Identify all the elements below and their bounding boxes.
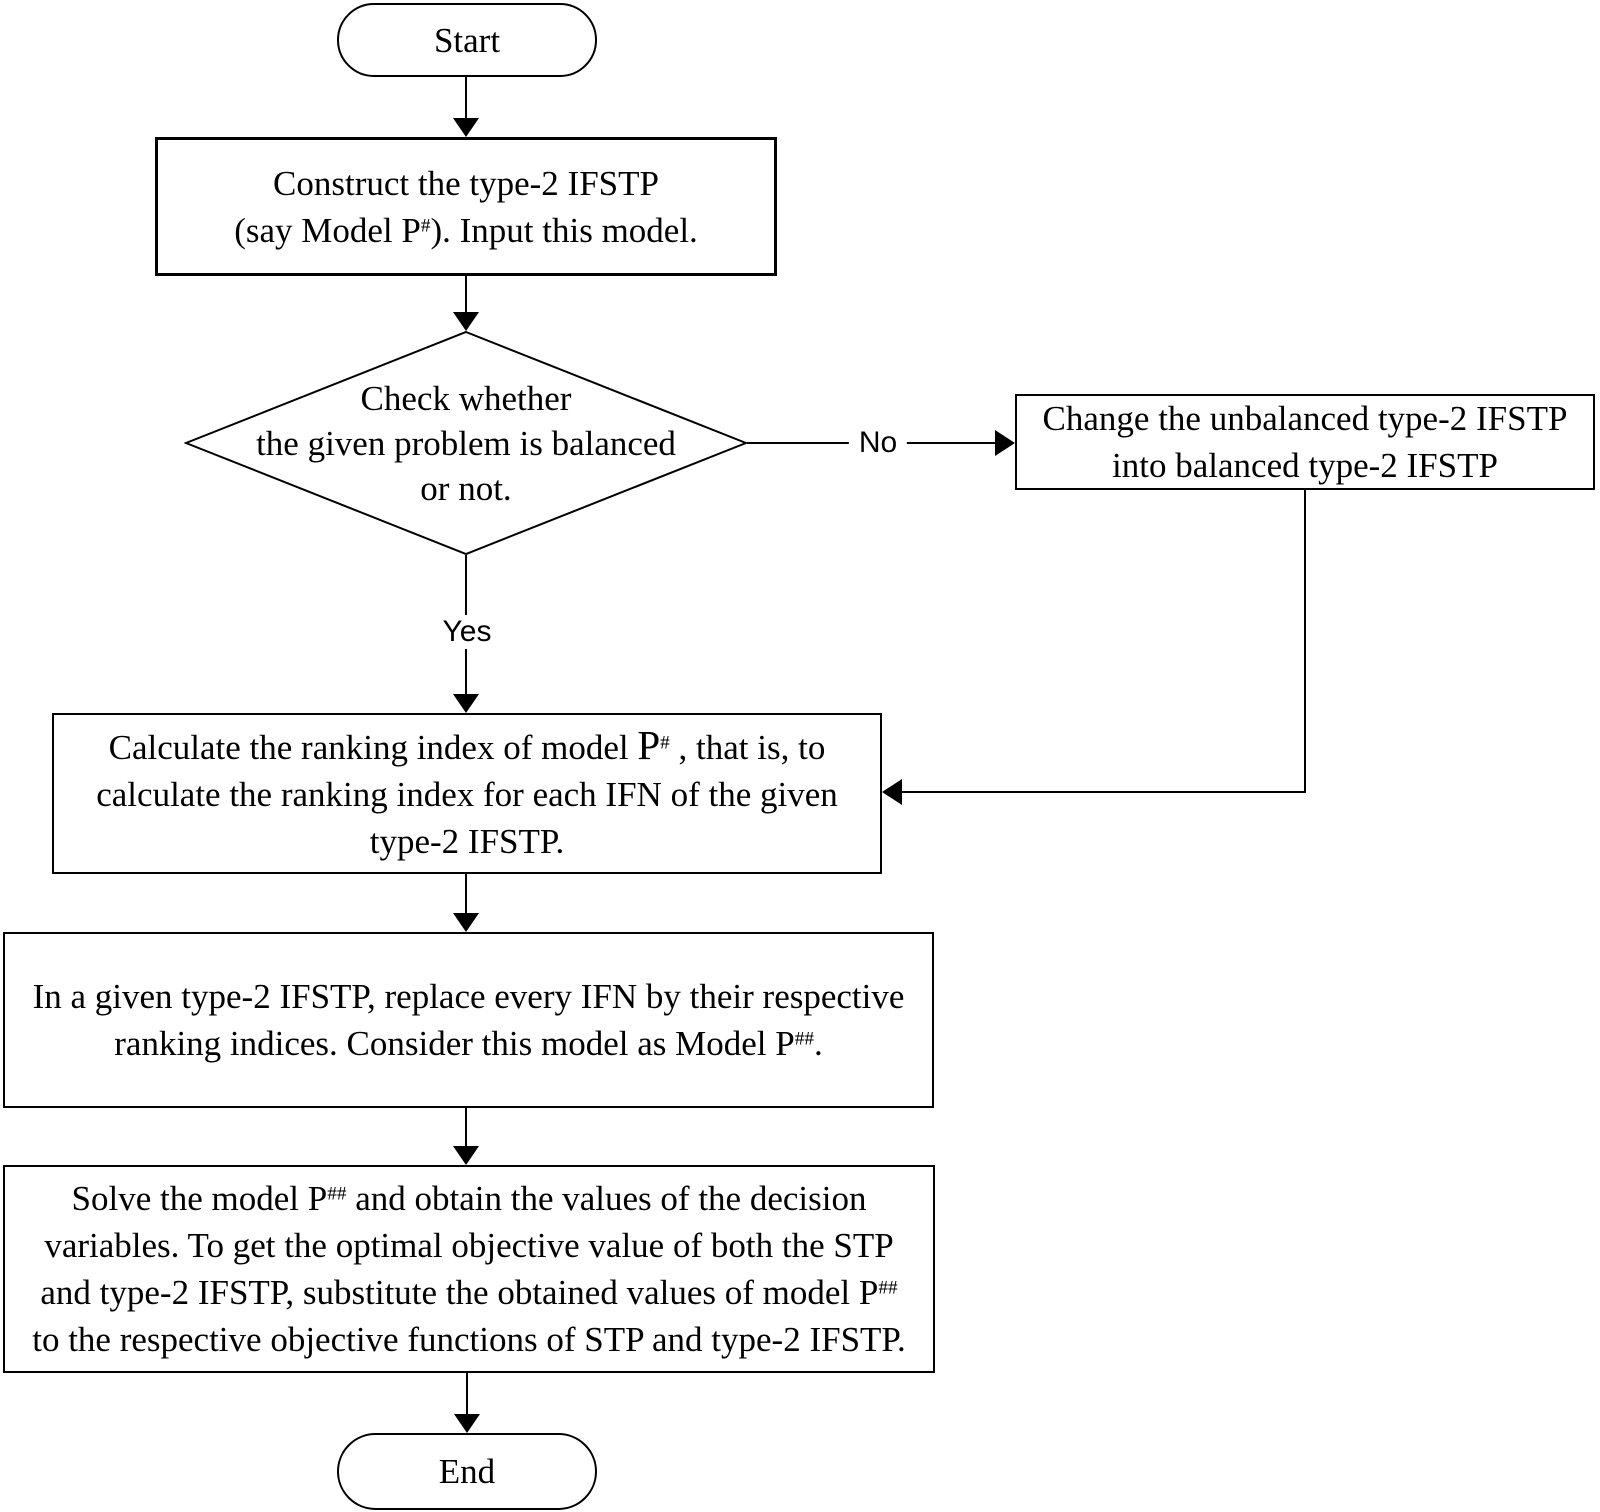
connector-replace-to-solve <box>465 1108 467 1148</box>
arrowhead-down-icon <box>453 118 479 137</box>
solve-line3: and type-2 IFSTP, substitute the obtaine… <box>40 1273 898 1312</box>
balanced-decision-diamond: Check whether the given problem is balan… <box>183 330 749 556</box>
arrowhead-right-icon <box>995 430 1015 456</box>
connector-ranking-to-replace <box>465 874 467 915</box>
arrowhead-down-icon <box>453 1146 479 1165</box>
construct-line1: Construct the type-2 IFSTP <box>273 163 659 203</box>
solve-line1: Solve the model P## and obtain the value… <box>71 1179 867 1218</box>
decision-text: Check whether the given problem is balan… <box>256 378 676 508</box>
end-label: End <box>438 1452 496 1491</box>
end-terminator: End <box>337 1433 597 1510</box>
yes-label: Yes <box>432 615 502 649</box>
arrowhead-left-icon <box>882 779 902 805</box>
hash-superscript: ## <box>794 1028 814 1050</box>
ranking-line1: Calculate the ranking index of model P# … <box>108 722 826 768</box>
ranking-process-box: Calculate the ranking index of model P# … <box>52 713 882 874</box>
hash-superscript: ## <box>878 1277 898 1299</box>
arrowhead-down-icon <box>453 694 479 713</box>
replace-process-box: In a given type-2 IFSTP, replace every I… <box>3 932 934 1108</box>
construct-process-box: Construct the type-2 IFSTP (say Model P#… <box>155 137 777 276</box>
hash-superscript: # <box>660 732 670 754</box>
connector-start-to-construct <box>465 77 467 120</box>
solve-process-box: Solve the model P## and obtain the value… <box>3 1165 935 1373</box>
construct-line2: (say Model P#). Input this model. <box>234 210 698 250</box>
connector-change-elbow-vertical <box>1304 490 1306 793</box>
hash-superscript: ## <box>327 1183 347 1205</box>
change-process-box: Change the unbalanced type-2 IFSTP into … <box>1015 394 1595 490</box>
connector-change-elbow-horizontal <box>900 791 1306 793</box>
start-terminator: Start <box>337 3 597 77</box>
arrowhead-down-icon <box>454 1414 480 1433</box>
start-label: Start <box>433 20 501 60</box>
connector-solve-to-end <box>466 1373 468 1416</box>
replace-line2: ranking indices. Consider this model as … <box>114 1024 823 1063</box>
arrowhead-down-icon <box>453 312 479 331</box>
connector-construct-to-decision <box>465 276 467 314</box>
diamond-shape <box>183 330 749 556</box>
hash-superscript: # <box>420 214 431 236</box>
no-label: No <box>848 426 908 460</box>
arrowhead-down-icon <box>453 913 479 932</box>
